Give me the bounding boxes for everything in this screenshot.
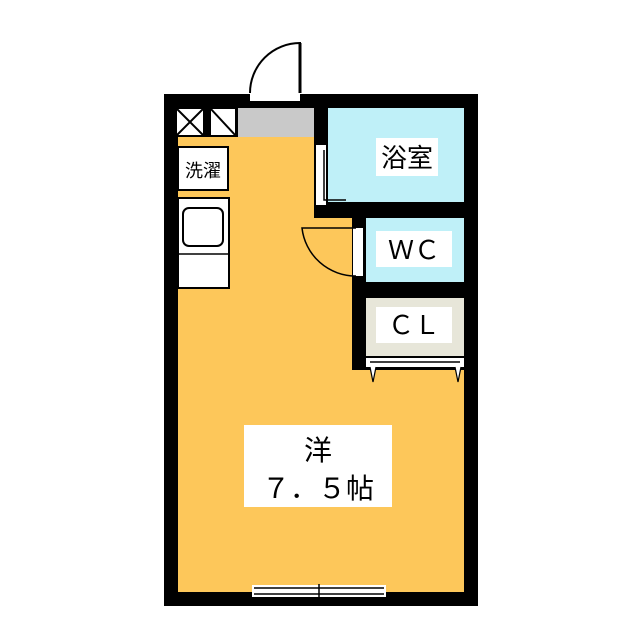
bath-door-opening — [316, 145, 326, 205]
wc-label-box — [376, 231, 452, 267]
storage-box-diagonal-icon — [209, 107, 237, 137]
wc-door-opening — [353, 228, 363, 276]
bath-door-swing-icon — [323, 150, 346, 201]
main-room-label-line1: 洋 — [304, 434, 332, 467]
shoe-box-cross-icon — [175, 107, 205, 137]
bath-label: 浴室 — [381, 144, 433, 174]
main-room-label-box — [244, 425, 392, 507]
closet-label: ＣＬ — [388, 311, 440, 341]
laundry-area — [177, 146, 229, 191]
wc-door-swing-icon — [301, 227, 357, 277]
laundry-label: 洗濯 — [185, 161, 221, 182]
entry-door-opening — [250, 93, 300, 103]
entrance-floor — [238, 108, 314, 137]
wc-label: ＷＣ — [388, 236, 440, 266]
closet-door-right-icon — [454, 366, 462, 383]
main-room-label-line2: ７．５帖 — [262, 472, 374, 505]
closet-door-left-icon — [369, 366, 377, 383]
entry-door-swing-icon — [249, 41, 301, 94]
kitchen-sink — [182, 207, 224, 247]
closet-label-box — [376, 307, 452, 343]
bath-label-box — [376, 138, 438, 176]
